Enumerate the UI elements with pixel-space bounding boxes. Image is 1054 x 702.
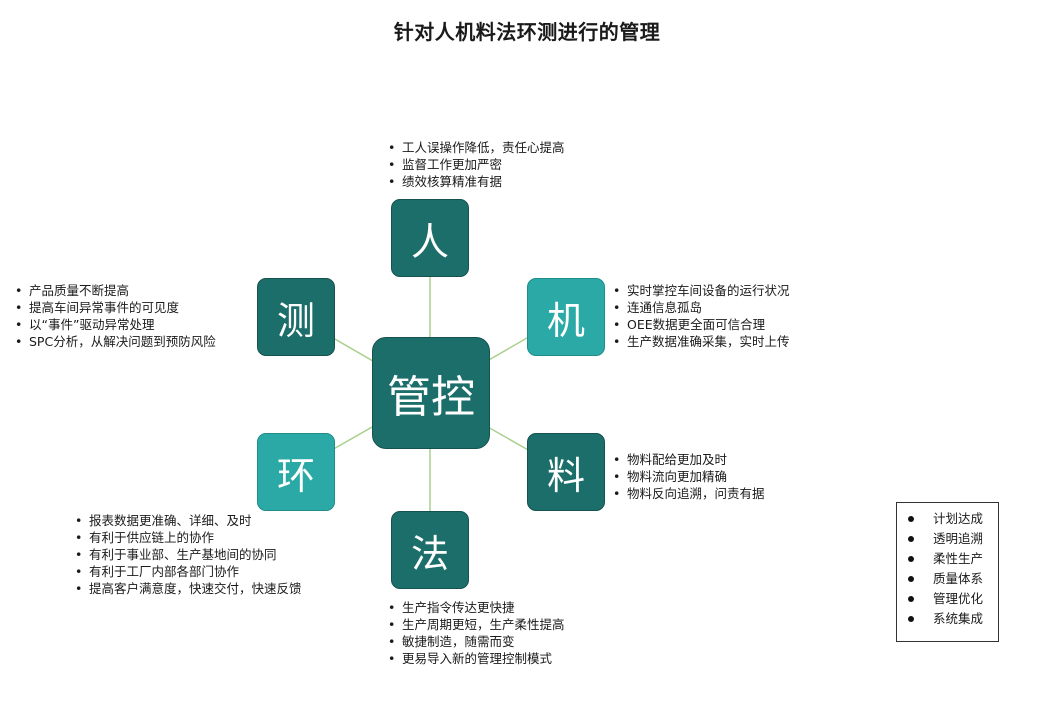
node-ji: 机 (527, 278, 605, 356)
bullet-item: 物料配给更加及时 (611, 451, 765, 468)
bullet-item: 生产数据准确采集，实时上传 (611, 333, 790, 350)
bullet-item: 工人误操作降低，责任心提高 (386, 139, 565, 156)
legend-item: 透明追溯 (897, 529, 998, 549)
node-fa: 法 (391, 511, 469, 589)
bullets-fa: 生产指令传达更快捷 生产周期更短，生产柔性提高 敏捷制造，随需而变 更易导入新的… (386, 599, 565, 667)
bullet-item: 绩效核算精准有据 (386, 173, 565, 190)
bullet-item: 连通信息孤岛 (611, 299, 790, 316)
bullet-item: 有利于工厂内部各部门协作 (73, 563, 302, 580)
bullets-liao: 物料配给更加及时 物料流向更加精确 物料反向追溯，问责有据 (611, 451, 765, 502)
node-liao: 料 (527, 433, 605, 511)
bullet-item: 生产指令传达更快捷 (386, 599, 565, 616)
legend-item: 系统集成 (897, 609, 998, 629)
legend-item: 管理优化 (897, 589, 998, 609)
bullets-ce: 产品质量不断提高 提高车间异常事件的可见度 以“事件”驱动异常处理 SPC分析，… (13, 282, 216, 350)
bullet-item: 产品质量不断提高 (13, 282, 216, 299)
bullet-item: 实时掌控车间设备的运行状况 (611, 282, 790, 299)
bullet-item: 提高车间异常事件的可见度 (13, 299, 216, 316)
bullet-item: 生产周期更短，生产柔性提高 (386, 616, 565, 633)
bullet-item: 提高客户满意度，快速交付，快速反馈 (73, 580, 302, 597)
bullet-item: OEE数据更全面可信合理 (611, 316, 790, 333)
diagram-title: 针对人机料法环测进行的管理 (393, 20, 661, 44)
bullet-item: 报表数据更准确、详细、及时 (73, 512, 302, 529)
bullets-ji: 实时掌控车间设备的运行状况 连通信息孤岛 OEE数据更全面可信合理 生产数据准确… (611, 282, 790, 350)
bullet-item: 物料反向追溯，问责有据 (611, 485, 765, 502)
node-ren: 人 (391, 199, 469, 277)
bullet-item: 物料流向更加精确 (611, 468, 765, 485)
legend-item: 计划达成 (897, 509, 998, 529)
node-center: 管控 (372, 337, 490, 449)
bullet-item: SPC分析，从解决问题到预防风险 (13, 333, 216, 350)
bullet-item: 敏捷制造，随需而变 (386, 633, 565, 650)
bullet-item: 有利于供应链上的协作 (73, 529, 302, 546)
bullet-item: 监督工作更加严密 (386, 156, 565, 173)
legend-item: 质量体系 (897, 569, 998, 589)
legend-box: 计划达成 透明追溯 柔性生产 质量体系 管理优化 系统集成 (896, 502, 999, 642)
node-ce: 测 (257, 278, 335, 356)
bullets-ren: 工人误操作降低，责任心提高 监督工作更加严密 绩效核算精准有据 (386, 139, 565, 190)
legend-item: 柔性生产 (897, 549, 998, 569)
bullet-item: 以“事件”驱动异常处理 (13, 316, 216, 333)
node-huan: 环 (257, 433, 335, 511)
bullet-item: 更易导入新的管理控制模式 (386, 650, 565, 667)
bullet-item: 有利于事业部、生产基地间的协同 (73, 546, 302, 563)
bullets-huan: 报表数据更准确、详细、及时 有利于供应链上的协作 有利于事业部、生产基地间的协同… (73, 512, 302, 597)
